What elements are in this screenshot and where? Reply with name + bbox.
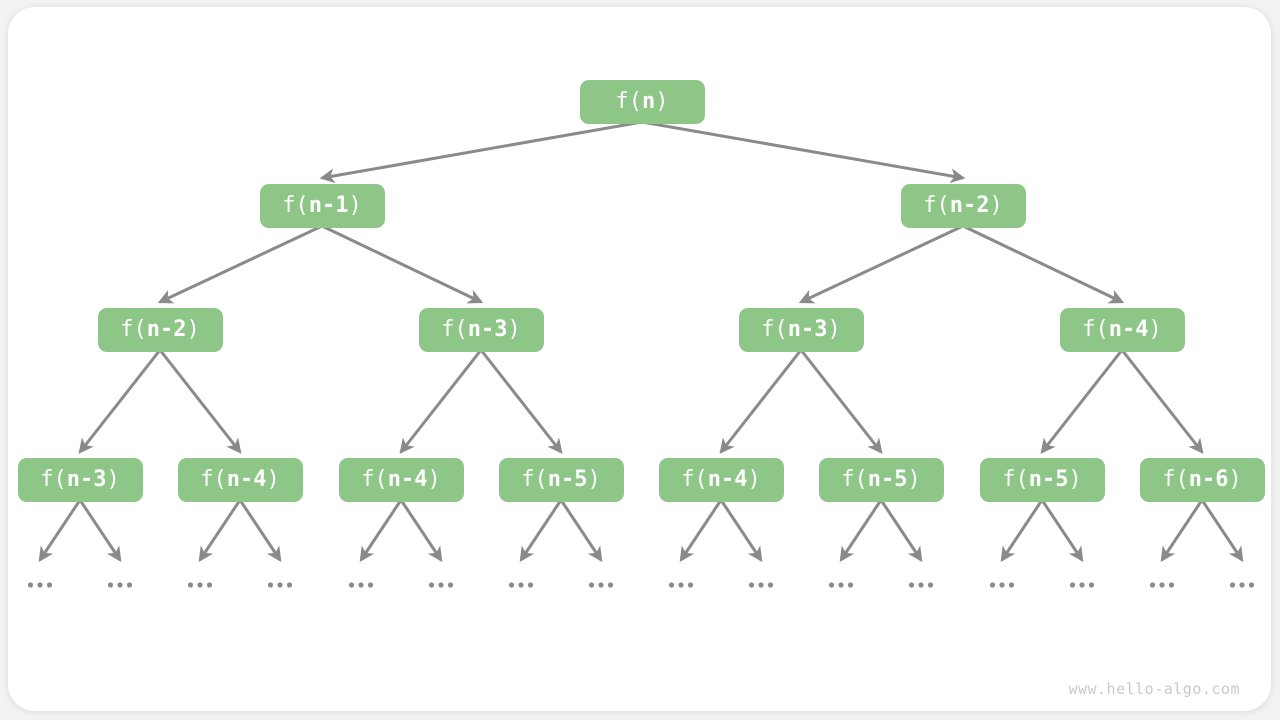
tree-node: f(n-5) xyxy=(818,458,944,502)
node-label-post: ) xyxy=(827,317,841,342)
node-label-arg: n-4 xyxy=(387,467,428,492)
node-label-arg: n-5 xyxy=(1028,467,1069,492)
node-label-pre: f( xyxy=(282,193,309,218)
tree-node: f(n-3) xyxy=(17,458,143,502)
tree-node: f(n-5) xyxy=(979,458,1105,502)
node-label-arg: n-3 xyxy=(467,317,508,342)
node-label-pre: f( xyxy=(1082,317,1109,342)
node-label-pre: f( xyxy=(40,467,67,492)
node-label-pre: f( xyxy=(521,467,548,492)
tree-node: f(n-2) xyxy=(97,308,223,352)
node-label-post: ) xyxy=(348,193,362,218)
node-label-pre: f( xyxy=(841,467,868,492)
tree-node: f(n-4) xyxy=(177,458,303,502)
tree-node: f(n-4) xyxy=(658,458,784,502)
node-label-pre: f( xyxy=(1002,467,1029,492)
node-label-pre: f( xyxy=(615,89,643,114)
tree-node: f(n-3) xyxy=(418,308,544,352)
node-label-arg: n-3 xyxy=(66,467,107,492)
node-label-arg: n-5 xyxy=(547,467,588,492)
node-label-pre: f( xyxy=(441,317,468,342)
node-label-arg: n-5 xyxy=(867,467,908,492)
node-label-post: ) xyxy=(106,467,120,492)
node-label-post: ) xyxy=(1228,467,1242,492)
tree-node: f(n-3) xyxy=(738,308,864,352)
node-label-post: ) xyxy=(989,193,1003,218)
tree-node: f(n-6) xyxy=(1139,458,1265,502)
node-label-pre: f( xyxy=(361,467,388,492)
node-label-post: ) xyxy=(907,467,921,492)
tree-node: f(n-2) xyxy=(900,184,1026,228)
node-label-arg: n xyxy=(642,89,656,114)
tree-node: f(n) xyxy=(579,80,705,124)
tree-node: f(n-1) xyxy=(259,184,385,228)
node-label-arg: n-6 xyxy=(1188,467,1229,492)
node-label-arg: n-1 xyxy=(308,193,349,218)
node-label-post: ) xyxy=(1068,467,1082,492)
node-label-pre: f( xyxy=(200,467,227,492)
node-label-pre: f( xyxy=(1162,467,1189,492)
node-label-post: ) xyxy=(186,317,200,342)
node-label-arg: n-3 xyxy=(787,317,828,342)
node-label-pre: f( xyxy=(761,317,788,342)
node-label-pre: f( xyxy=(681,467,708,492)
node-label-post: ) xyxy=(427,467,441,492)
node-label-post: ) xyxy=(266,467,280,492)
node-label-post: ) xyxy=(747,467,761,492)
node-label-pre: f( xyxy=(120,317,147,342)
node-label-post: ) xyxy=(587,467,601,492)
tree-node: f(n-4) xyxy=(338,458,464,502)
node-label-arg: n-4 xyxy=(707,467,748,492)
node-label-arg: n-4 xyxy=(226,467,267,492)
tree-node: f(n-5) xyxy=(498,458,624,502)
node-label-pre: f( xyxy=(923,193,950,218)
tree-node: f(n-4) xyxy=(1059,308,1185,352)
node-label-post: ) xyxy=(1148,317,1162,342)
watermark: www.hello-algo.com xyxy=(1068,680,1240,698)
node-label-arg: n-2 xyxy=(146,317,187,342)
node-label-arg: n-2 xyxy=(949,193,990,218)
node-label-arg: n-4 xyxy=(1108,317,1149,342)
node-label-post: ) xyxy=(507,317,521,342)
node-label-post: ) xyxy=(655,89,669,114)
